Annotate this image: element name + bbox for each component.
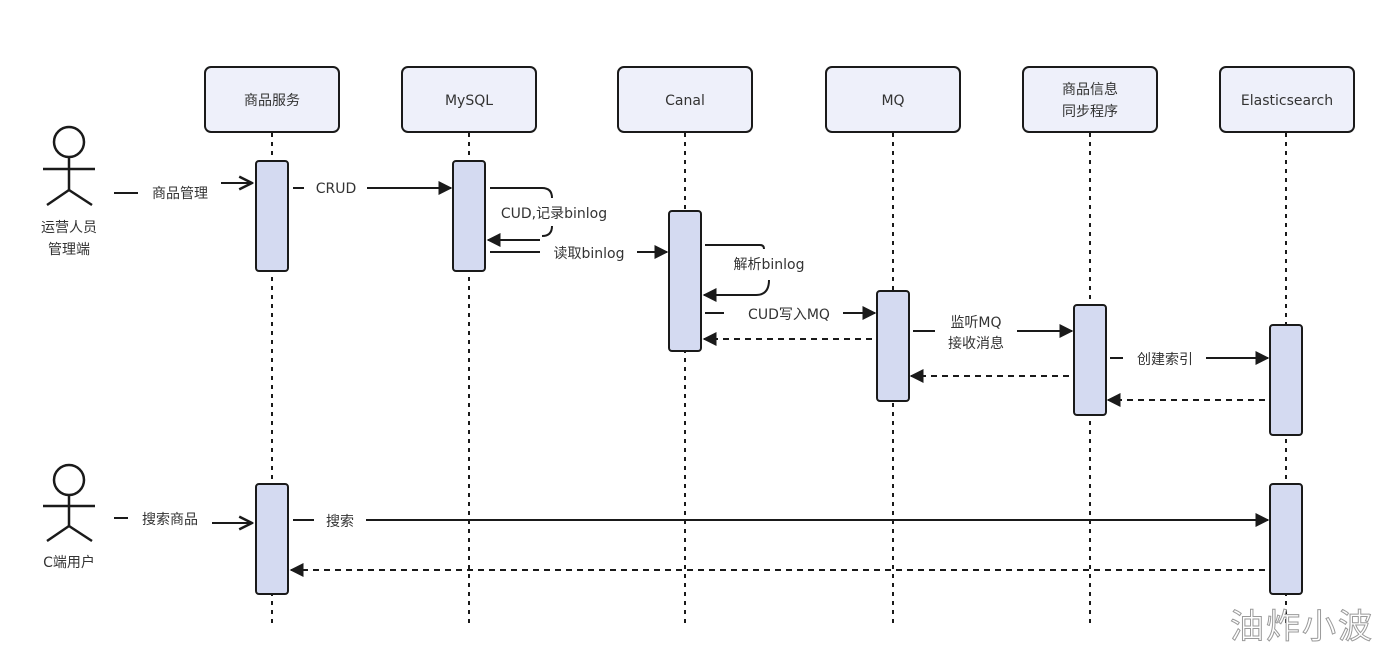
message-canal-to-mq: CUD写入MQ [705, 306, 877, 323]
participant-label-line1: 商品信息 [1062, 81, 1118, 98]
activation-es-1 [1269, 324, 1303, 436]
message-admin-to-goods: 商品管理 [114, 183, 252, 202]
message-label: 商品管理 [152, 186, 208, 202]
activation-goods-1 [255, 160, 289, 272]
actor-label-line2: 管理端 [48, 242, 90, 258]
actor-admin: 运营人员 管理端 [41, 125, 97, 258]
watermark: 油炸小波 [1230, 607, 1374, 647]
participant-label: Elasticsearch [1241, 93, 1333, 109]
participant-sync: 商品信息 同步程序 [1022, 66, 1158, 133]
stick-figure-icon [43, 125, 95, 207]
actor-cuser: C端用户 [43, 463, 95, 571]
message-cuser-to-goods: 搜索商品 [114, 511, 252, 528]
participant-mq: MQ [825, 66, 961, 133]
participant-canal: Canal [617, 66, 753, 133]
participant-mysql: MySQL [401, 66, 537, 133]
actor-label: C端用户 [43, 554, 95, 571]
participant-es: Elasticsearch [1219, 66, 1355, 133]
message-label: 搜索商品 [142, 511, 198, 528]
message-mysql-to-canal: 读取binlog [490, 245, 669, 262]
message-label-line2: 接收消息 [948, 335, 1004, 352]
message-goods-to-mysql: CRUD [293, 181, 453, 197]
message-label: 创建索引 [1137, 351, 1193, 368]
activation-goods-2 [255, 483, 289, 595]
activation-canal [668, 210, 702, 352]
activation-sync [1073, 304, 1107, 416]
message-label: CRUD [316, 181, 357, 197]
participant-label: MQ [881, 93, 904, 109]
message-label: CUD写入MQ [748, 307, 830, 323]
activation-mq [876, 290, 910, 402]
message-label-line1: 监听MQ [950, 315, 1001, 331]
message-mq-to-sync: 监听MQ 接收消息 [913, 315, 1074, 352]
message-label: 读取binlog [554, 245, 625, 262]
activation-mysql [452, 160, 486, 272]
message-label: CUD,记录binlog [501, 206, 607, 222]
message-label: 解析binlog [734, 257, 805, 273]
participant-label: Canal [665, 93, 705, 109]
activation-es-2 [1269, 483, 1303, 595]
message-sync-to-es: 创建索引 [1110, 351, 1270, 368]
participant-label-line2: 同步程序 [1062, 104, 1118, 120]
participant-label: MySQL [445, 93, 493, 109]
message-goods-to-es: 搜索 [293, 513, 1270, 530]
message-canal-self: 解析binlog [702, 244, 805, 302]
message-label: 搜索 [326, 513, 354, 530]
participant-label: 商品服务 [244, 93, 300, 109]
stick-figure-icon [43, 463, 95, 543]
message-mysql-self: CUD,记录binlog [486, 187, 607, 247]
participant-goods: 商品服务 [204, 66, 340, 133]
actor-label-line1: 运营人员 [41, 220, 97, 236]
